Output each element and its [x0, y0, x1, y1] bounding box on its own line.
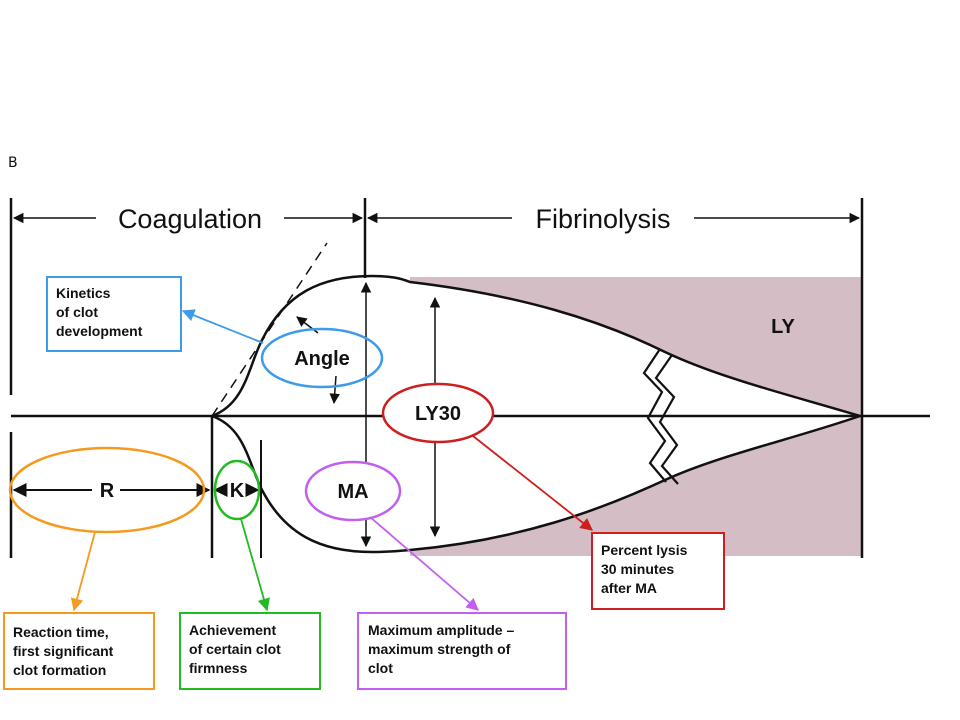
r-label: R [100, 480, 115, 502]
reaction-time-box [3, 612, 155, 690]
break-mark-right [654, 354, 679, 485]
kinetics-line-2: of clot [56, 304, 98, 320]
reaction-time-line-2: first significant [13, 643, 114, 659]
kinetics-box [46, 276, 182, 352]
panel-label: B [8, 155, 18, 171]
max-amplitude-box [357, 612, 567, 690]
r-oval [8, 446, 206, 534]
ly30-oval [381, 382, 495, 444]
reaction-time-connector [70, 531, 96, 612]
lysis-region [410, 277, 862, 556]
percent-lysis-line-3: after MA [601, 580, 657, 596]
break-mark-left [642, 348, 667, 483]
percent-lysis-line-1: Percent lysis [601, 542, 688, 558]
ma-oval [304, 460, 402, 522]
k-label: K [230, 480, 245, 502]
max-amplitude-line-2: maximum strength of [368, 641, 511, 657]
percent-lysis-line-2: 30 minutes [601, 561, 674, 577]
fibrinolysis-label: Fibrinolysis [535, 204, 670, 234]
max-amplitude-line-1: Maximum amplitude – [368, 622, 514, 638]
k-oval [213, 459, 261, 521]
coagulation-label: Coagulation [118, 204, 262, 234]
angle-oval [260, 327, 384, 389]
angle-label: Angle [294, 348, 350, 370]
ly30-label: LY30 [415, 403, 461, 425]
ly-label: LY [771, 316, 795, 338]
achievement-box [179, 612, 321, 690]
kinetics-line-1: Kinetics [56, 285, 111, 301]
achievement-line-2: of certain clot [189, 641, 281, 657]
teg-trace [211, 274, 865, 554]
achievement-line-3: firmness [189, 660, 248, 676]
max-amplitude-line-3: clot [368, 660, 393, 676]
ma-label: MA [337, 481, 368, 503]
achievement-line-1: Achievement [189, 622, 276, 638]
angle-arrow-down [329, 375, 340, 405]
kinetics-connector [181, 309, 264, 344]
reaction-time-line-1: Reaction time, [13, 624, 109, 640]
percent-lysis-box [591, 532, 725, 610]
percent-lysis-connector [472, 435, 593, 531]
max-amplitude-connector [369, 516, 479, 611]
kinetics-line-3: development [56, 323, 143, 339]
achievement-connector [240, 518, 270, 612]
reaction-time-line-3: clot formation [13, 662, 106, 678]
angle-dashed-tangent [211, 242, 328, 417]
